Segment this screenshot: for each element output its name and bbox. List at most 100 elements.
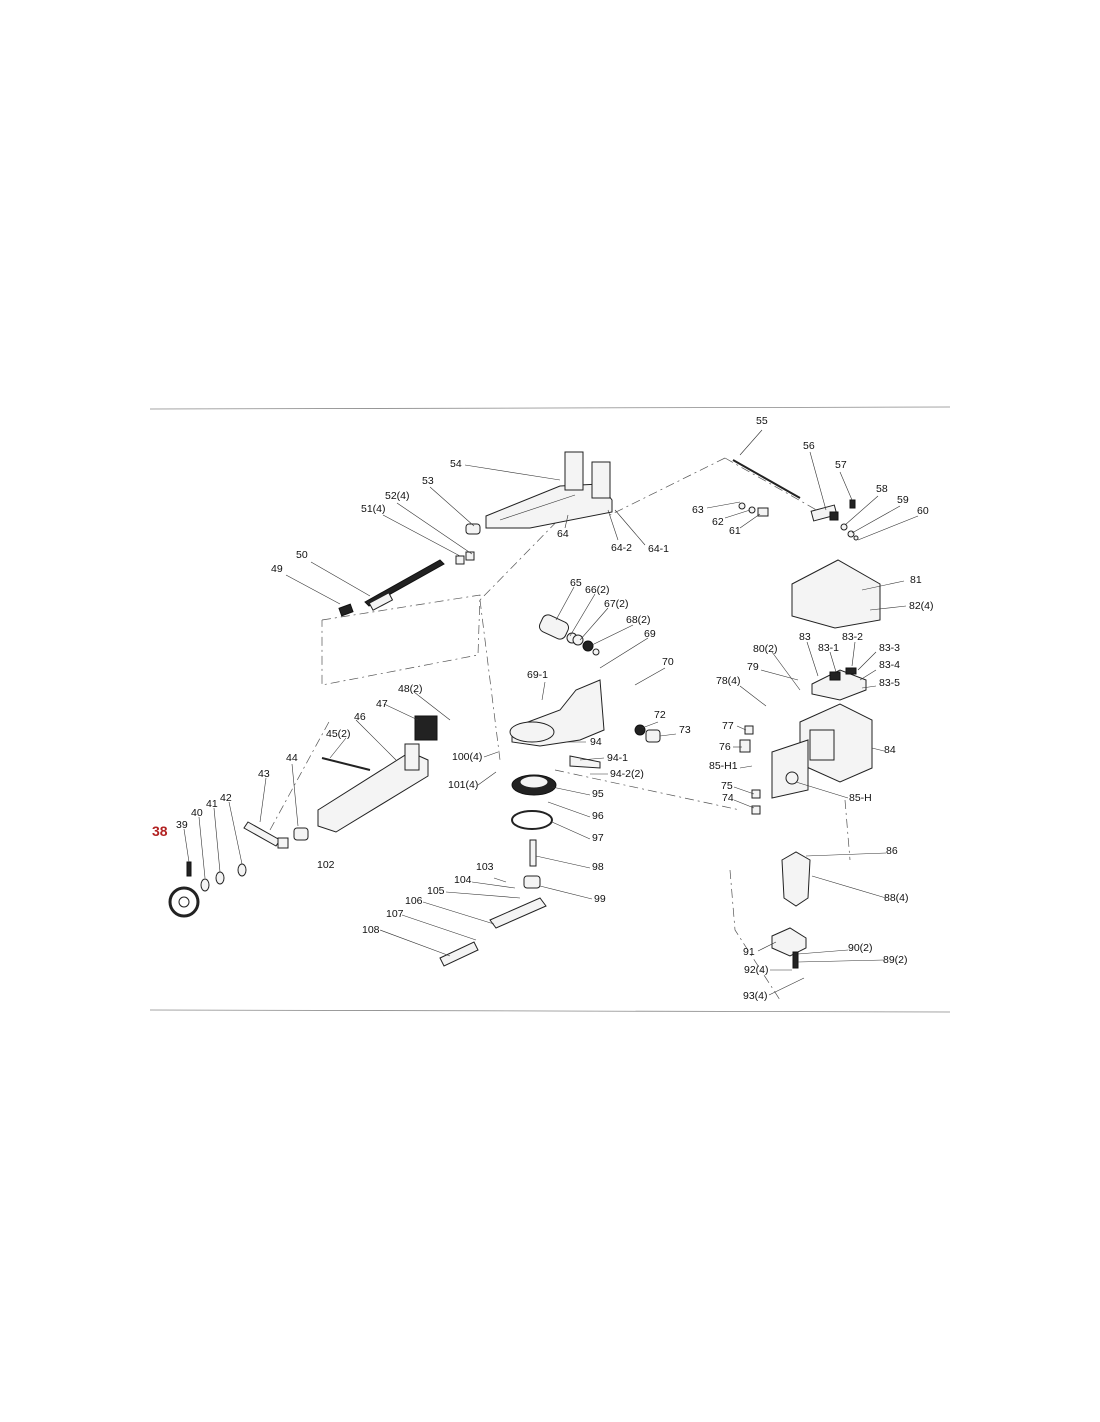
- part-label-41: 41: [206, 798, 218, 810]
- part-label-94-1: 94-1: [607, 752, 628, 764]
- part-98-shape: [529, 839, 537, 867]
- part-label-80: 80(2): [753, 643, 778, 655]
- part-38-shape: [168, 886, 200, 918]
- part-label-81: 81: [910, 574, 922, 586]
- part-45-shape: [321, 757, 371, 771]
- part-label-86: 86: [886, 845, 898, 857]
- part-shapes: [168, 451, 881, 969]
- part-label-62: 62: [712, 516, 724, 528]
- part-label-104: 104: [454, 874, 472, 886]
- part-label-63: 63: [692, 504, 704, 516]
- leader-lines: [183, 429, 919, 996]
- part-label-64-2: 64-2: [611, 542, 632, 554]
- part-label-58: 58: [876, 483, 888, 495]
- part-label-55: 55: [756, 415, 768, 427]
- part-label-60: 60: [917, 505, 929, 517]
- part-label-57: 57: [835, 459, 847, 471]
- part-label-83-1: 83-1: [818, 642, 839, 654]
- frame-lines: [149, 406, 951, 1013]
- part-label-67: 67(2): [604, 598, 629, 610]
- part-label-105: 105: [427, 885, 445, 897]
- part-label-76: 76: [719, 741, 731, 753]
- part-label-49: 49: [271, 563, 283, 575]
- part-label-51: 51(4): [361, 503, 386, 515]
- part-81-shape: [791, 559, 881, 629]
- part-label-84: 84: [884, 744, 896, 756]
- part-label-85-H: 85-H: [849, 792, 872, 804]
- part-label-78: 78(4): [716, 675, 741, 687]
- part-label-44: 44: [286, 752, 298, 764]
- part-label-68: 68(2): [626, 614, 651, 626]
- part-54-jaw: [564, 451, 584, 491]
- part-label-99: 99: [594, 893, 606, 905]
- part-label-97: 97: [592, 832, 604, 844]
- part-label-108: 108: [362, 924, 380, 936]
- part-label-83-3: 83-3: [879, 642, 900, 654]
- part-label-66: 66(2): [585, 584, 610, 596]
- part-label-83-2: 83-2: [842, 631, 863, 643]
- part-label-53: 53: [422, 475, 434, 487]
- part-label-77: 77: [722, 720, 734, 732]
- part-label-48: 48(2): [398, 683, 423, 695]
- part-label-56: 56: [803, 440, 815, 452]
- part-91-shape: [771, 927, 807, 957]
- part-label-94-2: 94-2(2): [610, 768, 644, 780]
- part-label-92: 92(4): [744, 964, 769, 976]
- part-label-38: 38: [152, 823, 168, 839]
- part-label-64-1: 64-1: [648, 543, 669, 555]
- part-label-72: 72: [654, 709, 666, 721]
- part-47-shape: [414, 715, 438, 741]
- part-label-103: 103: [476, 861, 494, 873]
- part-106-shape: [489, 897, 547, 929]
- part-label-90: 90(2): [848, 942, 873, 954]
- part-85-H-shape: [771, 739, 809, 799]
- part-label-101: 101(4): [448, 779, 478, 791]
- part-label-69-1: 69-1: [527, 669, 548, 681]
- part-label-75: 75: [721, 780, 733, 792]
- part-label-42: 42: [220, 792, 232, 804]
- part-label-102: 102: [317, 859, 335, 871]
- part-65-shape: [538, 614, 570, 640]
- part-label-39: 39: [176, 819, 188, 831]
- part-label-74: 74: [722, 792, 734, 804]
- part-44-shape: [293, 827, 309, 841]
- part-label-45: 45(2): [326, 728, 351, 740]
- part-label-43: 43: [258, 768, 270, 780]
- part-55-shape: [732, 459, 801, 499]
- part-97-shape: [511, 810, 553, 830]
- part-label-98: 98: [592, 861, 604, 873]
- part-label-93: 93(4): [743, 990, 768, 1002]
- part-99-shape: [523, 875, 541, 889]
- part-label-83-4: 83-4: [879, 659, 900, 671]
- part-label-69: 69: [644, 628, 656, 640]
- part-86-shape: [781, 851, 811, 907]
- part-83-shape: [811, 669, 867, 701]
- part-53-shape: [465, 523, 481, 535]
- part-label-83-5: 83-5: [879, 677, 900, 689]
- part-label-54: 54: [450, 458, 462, 470]
- part-label-50: 50: [296, 549, 308, 561]
- part-label-64: 64: [557, 528, 569, 540]
- part-label-95: 95: [592, 788, 604, 800]
- part-labels: 38 39 40 41 42 43 44 45(2) 46 47 48(2) 4…: [152, 415, 934, 1002]
- part-label-52: 52(4): [385, 490, 410, 502]
- part-label-100: 100(4): [452, 751, 482, 763]
- part-label-46: 46: [354, 711, 366, 723]
- part-label-85-H1: 85-H1: [709, 760, 738, 772]
- part-49-shape: [338, 603, 354, 617]
- part-label-83: 83: [799, 631, 811, 643]
- part-label-82: 82(4): [909, 600, 934, 612]
- part-label-91: 91: [743, 946, 755, 958]
- part-label-70: 70: [662, 656, 674, 668]
- part-label-107: 107: [386, 908, 404, 920]
- part-56-shape: [810, 504, 838, 522]
- part-108-shape: [439, 941, 479, 967]
- part-label-106: 106: [405, 895, 423, 907]
- part-label-40: 40: [191, 807, 203, 819]
- part-label-94: 94: [590, 736, 602, 748]
- part-label-88: 88(4): [884, 892, 909, 904]
- part-label-61: 61: [729, 525, 741, 537]
- part-label-59: 59: [897, 494, 909, 506]
- part-label-47: 47: [376, 698, 388, 710]
